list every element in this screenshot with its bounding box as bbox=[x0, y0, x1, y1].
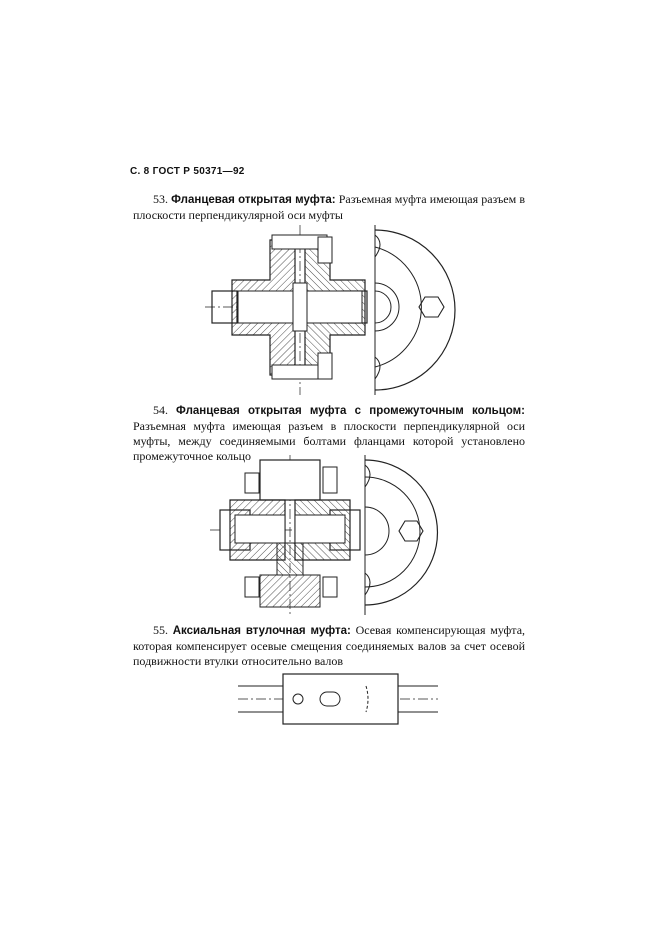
term-number: 53. bbox=[153, 192, 168, 206]
figure-flange-open-coupling bbox=[200, 225, 470, 395]
page-header: С. 8 ГОСТ Р 50371—92 bbox=[130, 166, 245, 177]
term-53: 53. Фланцевая открытая муфта: Разъемная … bbox=[133, 192, 525, 223]
term-number: 54. bbox=[153, 403, 168, 417]
term-definition: Разъемная муфта имеющая разъем в плоскос… bbox=[133, 419, 525, 463]
term-title: Фланцевая открытая муфта: bbox=[171, 194, 336, 206]
term-definition: Разъемная муфта имеющая разъем в плоскос… bbox=[133, 192, 526, 222]
term-title: Аксиальная втулочная муфта: bbox=[172, 625, 351, 637]
term-54: 54. Фланцевая открытая муфта с промежуто… bbox=[133, 403, 525, 464]
term-title: Фланцевая открытая муфта с промежуточным… bbox=[176, 405, 525, 417]
term-55: 55. Аксиальная втулочная муфта: Осевая к… bbox=[133, 623, 525, 669]
figure-flange-coupling-intermediate-ring bbox=[205, 455, 445, 615]
term-definition: Осевая компенсирующая муфта, которая ком… bbox=[133, 623, 526, 668]
term-number: 55. bbox=[153, 623, 168, 637]
figure-axial-sleeve-coupling bbox=[238, 668, 438, 730]
